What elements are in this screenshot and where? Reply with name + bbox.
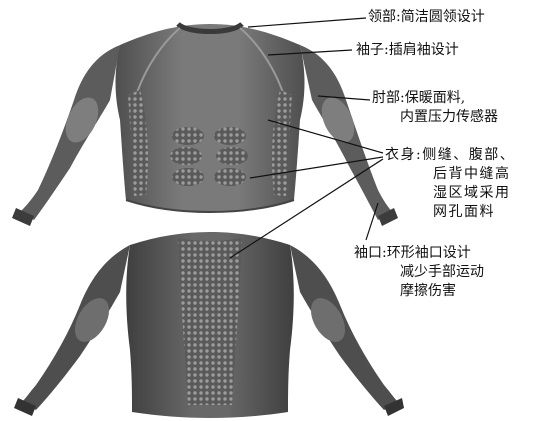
- leader-line-neckline: [248, 18, 366, 27]
- back-view-shirt: [14, 232, 404, 418]
- annotation-cuff-line-3: 摩擦伤害: [354, 282, 484, 301]
- back-center-mesh: [178, 238, 242, 405]
- annotation-cuff-line-2: 减少手部运动: [354, 263, 484, 282]
- annotation-sleeve: 袖子:插肩袖设计: [356, 41, 459, 60]
- annotation-body-line-4: 网孔面料: [385, 203, 515, 222]
- annotation-body-line-3: 湿区域采用: [385, 184, 515, 203]
- annotation-sleeve-line-1: 袖子:插肩袖设计: [356, 41, 459, 60]
- annotation-elbow: 肘部:保暖面料, 内置压力传感器: [372, 89, 498, 127]
- front-view-shirt: [12, 24, 398, 226]
- annotation-elbow-line-2: 内置压力传感器: [372, 108, 498, 127]
- annotation-body-line-2: 后背中缝高: [385, 165, 515, 184]
- annotation-body-line-1: 衣身:侧缝、腹部、: [385, 146, 515, 165]
- annotation-neckline-line-1: 领部:简洁圆领设计: [368, 8, 485, 27]
- annotation-cuff: 袖口:环形袖口设计 减少手部运动 摩擦伤害: [354, 244, 484, 301]
- annotation-elbow-line-1: 肘部:保暖面料,: [372, 89, 498, 108]
- annotation-neckline: 领部:简洁圆领设计: [368, 8, 485, 27]
- annotation-body: 衣身:侧缝、腹部、 后背中缝高 湿区域采用 网孔面料: [385, 146, 515, 222]
- annotation-cuff-line-1: 袖口:环形袖口设计: [354, 244, 484, 263]
